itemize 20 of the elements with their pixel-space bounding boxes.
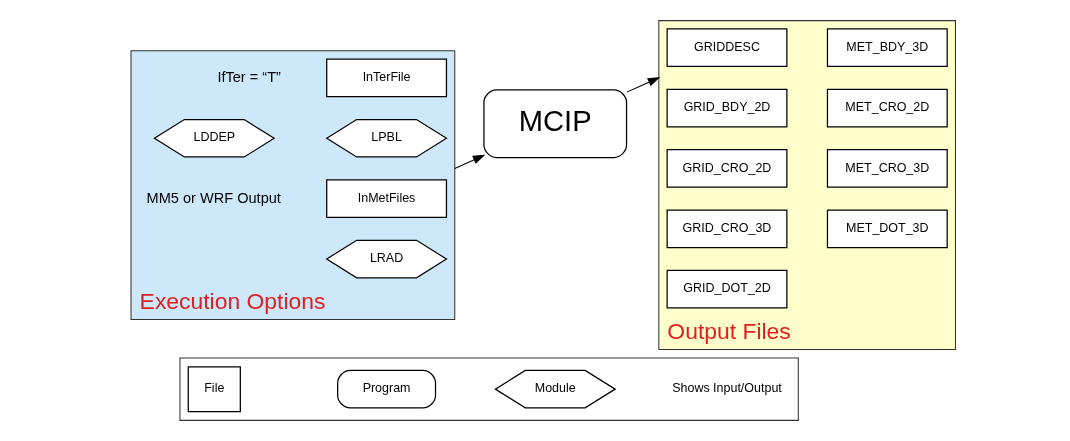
arrow xyxy=(454,154,486,169)
node-box: GRID_BDY_2D xyxy=(666,88,788,128)
node-box: File xyxy=(187,366,241,413)
node-box: MET_CRO_2D xyxy=(826,88,948,128)
node-box: MET_CRO_3D xyxy=(826,149,948,188)
arrow xyxy=(626,77,661,93)
node-box: GRID_CRO_2D xyxy=(666,149,788,188)
node-box: GRID_CRO_3D xyxy=(666,209,788,249)
node-box: InTerFile xyxy=(326,58,448,98)
node-box: Program xyxy=(337,369,437,409)
label: Shows Input/Output xyxy=(672,381,782,396)
node-box: InMetFiles xyxy=(326,179,448,218)
node-box: GRIDDESC xyxy=(666,28,788,68)
node-label: MM5 or WRF Output xyxy=(146,189,281,206)
node-label: IfTer = “T” xyxy=(217,68,281,85)
node-box: MET_BDY_3D xyxy=(826,28,948,68)
node-box: MCIP xyxy=(483,89,628,159)
cluster xyxy=(179,357,799,421)
node-box: MET_DOT_3D xyxy=(826,209,948,249)
node-box: GRID_DOT_2D xyxy=(666,269,788,309)
